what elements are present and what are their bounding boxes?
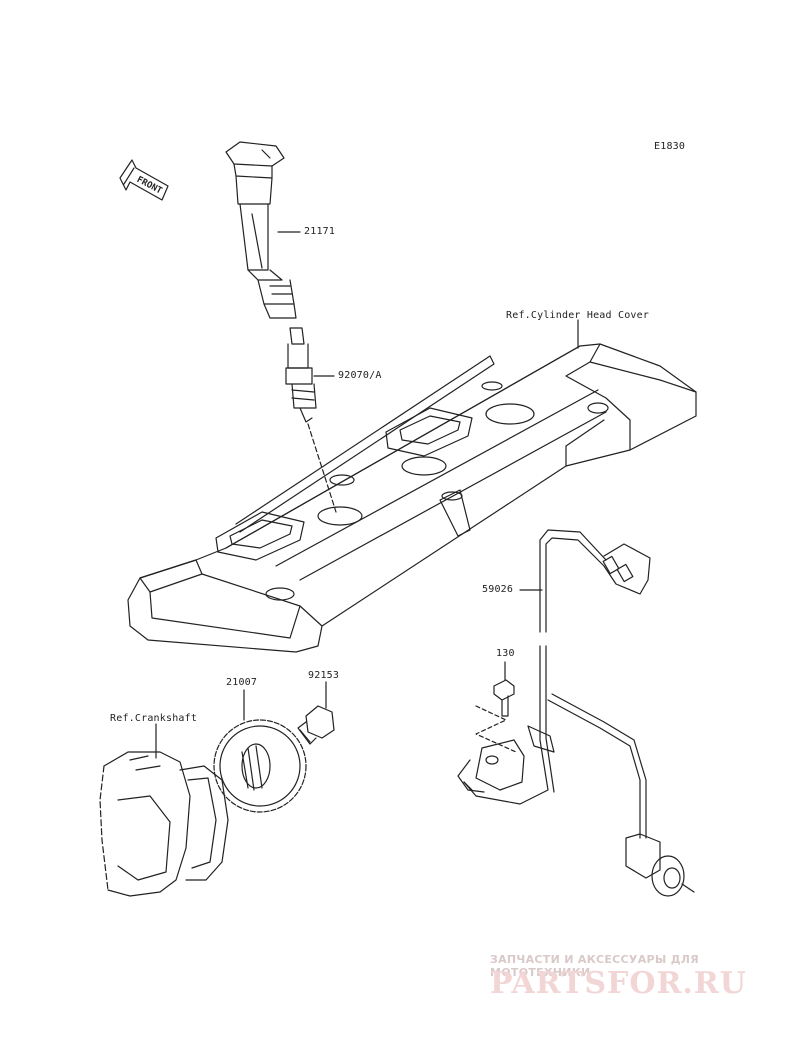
- part-label-21171: 21171: [304, 226, 336, 237]
- front-arrow-icon: FRONT: [119, 159, 169, 201]
- crank-sensor-icon: [457, 739, 525, 793]
- timing-rotor-icon: [213, 719, 307, 813]
- part-label-21007: 21007: [226, 677, 258, 688]
- part-label-92153: 92153: [308, 670, 340, 681]
- watermark-logo: PARTSFOR.RU: [490, 966, 747, 1001]
- ref-cylinder-head-cover: Ref.Cylinder Head Cover: [506, 310, 650, 321]
- rotor-bolt-icon: [297, 705, 335, 745]
- bolt-130-icon: [493, 679, 515, 717]
- spark-plug-icon: [285, 327, 317, 423]
- watermark-tagline: ЗАПЧАСТИ И АКСЕССУАРЫ ДЛЯ МОТОТЕХНИКИ: [490, 953, 700, 979]
- wire-harness-icon: [463, 529, 695, 897]
- part-label-92070a: 92070/A: [338, 370, 382, 381]
- ref-crankshaft: Ref.Crankshaft: [110, 713, 198, 724]
- part-label-130: 130: [496, 648, 515, 659]
- ignition-coil-icon: [225, 141, 297, 319]
- cylinder-head-cover-icon: [127, 343, 697, 653]
- crankshaft-icon: [99, 751, 229, 897]
- diagram-code: E1830: [654, 141, 686, 152]
- part-label-59026: 59026: [482, 584, 514, 595]
